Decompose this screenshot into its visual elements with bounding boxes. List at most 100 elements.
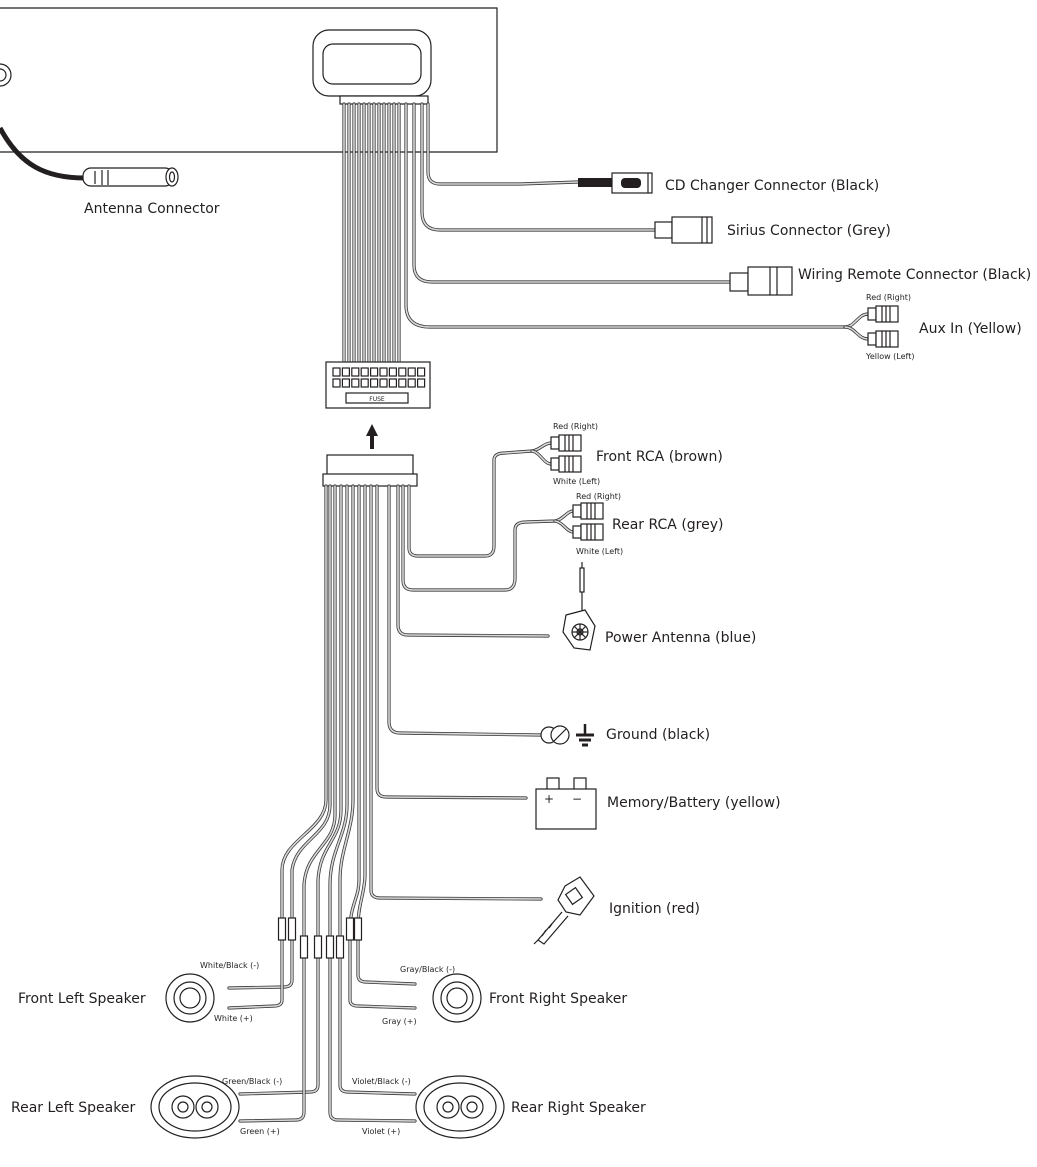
rear-left-speaker-label: Rear Left Speaker [11,1100,135,1116]
fuse-pin [407,367,416,377]
aux-yellow-label: Yellow (Left) [865,352,914,361]
sirius-label: Sirius Connector (Grey) [727,223,891,239]
upper-harness-bundle [342,102,401,364]
fuse-label: FUSE [369,396,385,403]
front-rca-connector [550,434,582,473]
front-right-speaker-wire [356,484,417,986]
antenna-connector [82,167,179,187]
fuse-pin [388,367,397,377]
antenna-connector-label: Antenna Connector [84,201,220,217]
rear-rca-white-label: White (Left) [576,547,623,556]
fr-pos-label: Gray (+) [382,1017,417,1026]
lower-harness [227,441,575,1123]
front-rca-wire [407,441,553,558]
wire-sleeve [335,935,345,959]
fuse-pin [351,378,360,388]
wiring-remote-label: Wiring Remote Connector (Black) [798,267,1031,283]
head-unit [0,7,498,181]
aux-red-label: Red (Right) [866,293,911,302]
unit-harness-plug [312,29,432,105]
front-rca-wire [531,450,552,465]
fuse-pin [379,367,388,377]
battery-plus-label: + [544,792,554,806]
front-rca-wire [408,442,552,557]
rear-right-speaker-wire [329,485,416,1122]
front-right-speaker-label: Front Right Speaker [489,991,627,1007]
fuse-pin [332,378,341,388]
rear-right-speaker-label: Rear Right Speaker [511,1100,646,1116]
fuse-pin [341,367,350,377]
power-antenna-wire [396,484,550,638]
fuse-pin [388,378,397,388]
rear-rca-label: Rear RCA (grey) [612,517,724,533]
fuse-pin [398,367,407,377]
fl-neg-label: White/Black (-) [200,961,259,970]
rear-rca-red-label: Red (Right) [576,492,621,501]
wire-sleeve [325,935,335,959]
memory-battery-wire [376,485,527,799]
wire-sleeve [299,935,309,959]
rear-rca-wire [401,484,575,592]
rear-left-speaker-icon [150,1075,240,1139]
fuse-pin [351,367,360,377]
ground-wire [388,485,541,736]
power-antenna-wire [397,485,549,637]
rear-right-speaker-wire [339,485,416,1095]
power-antenna-label: Power Antenna (blue) [605,630,756,646]
fuse-block: FUSE [325,361,431,409]
front-rca-label: Front RCA (brown) [596,449,723,465]
rear-rca-wire [554,520,574,533]
front-rca-white-label: White (Left) [553,477,600,486]
aux-in-label: Aux In (Yellow) [919,321,1022,337]
accessory-wires [404,102,847,329]
front-right-speaker-wire [349,485,416,1009]
front-left-speaker-wire [228,485,331,989]
front-left-speaker-wire [228,485,327,1009]
connect-arrow-icon [366,424,378,449]
wire-sleeve [353,917,363,941]
front-rca-red-label: Red (Right) [553,422,598,431]
rl-neg-label: Green/Black (-) [222,1077,282,1086]
fuse-pin [379,378,388,388]
cd-changer-label: CD Changer Connector (Black) [665,178,879,194]
rear-left-speaker-wire [239,485,336,1122]
memory-battery-label: Memory/Battery (yellow) [607,795,781,811]
cd-changer-connector [578,172,653,194]
front-left-speaker-wire [227,484,328,1010]
front-left-speaker-label: Front Left Speaker [18,991,146,1007]
lower-harness-plug [322,454,418,487]
fuse-pin [370,367,379,377]
sirius-connector [654,216,713,244]
front-right-speaker-wire [357,485,416,985]
rr-pos-label: Violet (+) [362,1127,400,1136]
front-left-speaker-icon [165,973,215,1023]
front-left-speaker-wire [227,484,332,990]
fuse-pin [332,367,341,377]
ignition-label: Ignition (red) [609,901,700,917]
rear-left-speaker-wire [239,485,342,1095]
fuse-pin [360,367,369,377]
wire-sleeve [287,917,297,941]
wiring-remote-connector [729,266,793,296]
fr-neg-label: Gray/Black (-) [400,965,455,974]
power-antenna-icon [562,562,596,651]
rear-right-speaker-icon [415,1075,505,1139]
rear-rca-wire [402,485,574,591]
fuse-pin [341,378,350,388]
ignition-key-icon [533,876,595,945]
rl-pos-label: Green (+) [240,1127,280,1136]
aux-in-connector [843,305,899,348]
wire-sleeve [313,935,323,959]
rear-left-speaker-wire [238,484,337,1123]
fuse-pin [398,378,407,388]
ground-icon [540,724,594,747]
ignition-wire [370,485,542,900]
wire-sleeve [345,917,355,941]
fuse-pin [407,378,416,388]
battery-icon [535,777,597,830]
fuse-pin [370,378,379,388]
fuse-pin [417,378,426,388]
rr-neg-label: Violet/Black (-) [352,1077,411,1086]
wire-sleeve [277,917,287,941]
